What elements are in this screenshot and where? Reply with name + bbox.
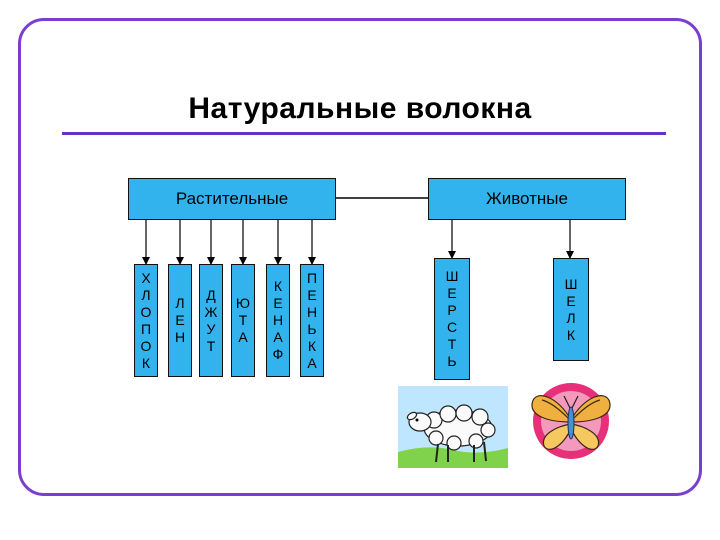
category-plant-label: Растительные (175, 189, 289, 208)
category-animal-label: Животные (486, 189, 568, 208)
slide-frame (18, 18, 702, 496)
title-underline (62, 132, 666, 135)
butterfly-icon (531, 383, 611, 459)
category-plant: Растительные (128, 178, 336, 220)
category-animal: Животные (428, 178, 626, 220)
sheep-icon (398, 386, 508, 468)
page-title: Натуральные волокна (188, 92, 532, 125)
